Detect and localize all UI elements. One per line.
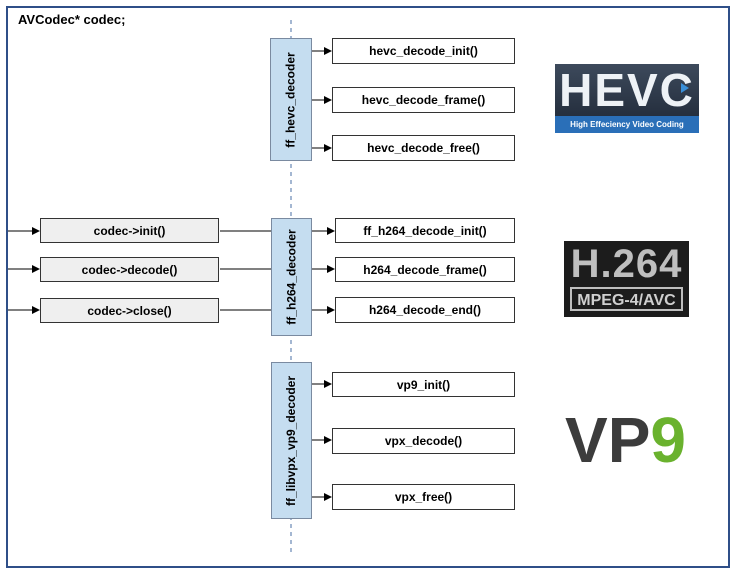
h264-logo: H.264 MPEG-4/AVC [564,241,689,317]
function-box: hevc_decode_frame() [332,87,515,113]
function-box: vpx_free() [332,484,515,510]
function-box: vp9_init() [332,372,515,397]
function-box: hevc_decode_free() [332,135,515,161]
api-call-decode: codec->decode() [40,257,219,282]
decoder-h264: ff_h264_decoder [271,218,312,336]
vp9-logo-digit: 9 [650,404,686,476]
decoder-vp9: ff_libvpx_vp9_decoder [271,362,312,519]
function-box: vpx_decode() [332,428,515,454]
hevc-logo-play-icon [681,83,689,93]
hevc-logo-text: HEVC [559,64,695,116]
decoder-hevc: ff_hevc_decoder [270,38,312,161]
vp9-logo: VP9 [565,405,695,475]
api-call-init: codec->init() [40,218,219,243]
diagram-frame [6,6,730,568]
function-box: ff_h264_decode_init() [335,218,515,243]
decoder-vp9-label: ff_libvpx_vp9_decoder [284,375,299,506]
api-call-close: codec->close() [40,298,219,323]
function-box: h264_decode_frame() [335,257,515,282]
hevc-logo-tagline: High Effeciency Video Coding [555,116,699,133]
decoder-hevc-label: ff_hevc_decoder [284,51,298,148]
vp9-logo-letters: VP [565,404,651,476]
function-box: hevc_decode_init() [332,38,515,64]
h264-logo-text: H.264 [570,242,683,286]
diagram-title: AVCodec* codec; [18,12,126,27]
hevc-logo: HEVC High Effeciency Video Coding [555,64,699,133]
decoder-h264-label: ff_h264_decoder [284,229,299,325]
function-box: h264_decode_end() [335,297,515,323]
h264-logo-subtext: MPEG-4/AVC [570,287,683,311]
